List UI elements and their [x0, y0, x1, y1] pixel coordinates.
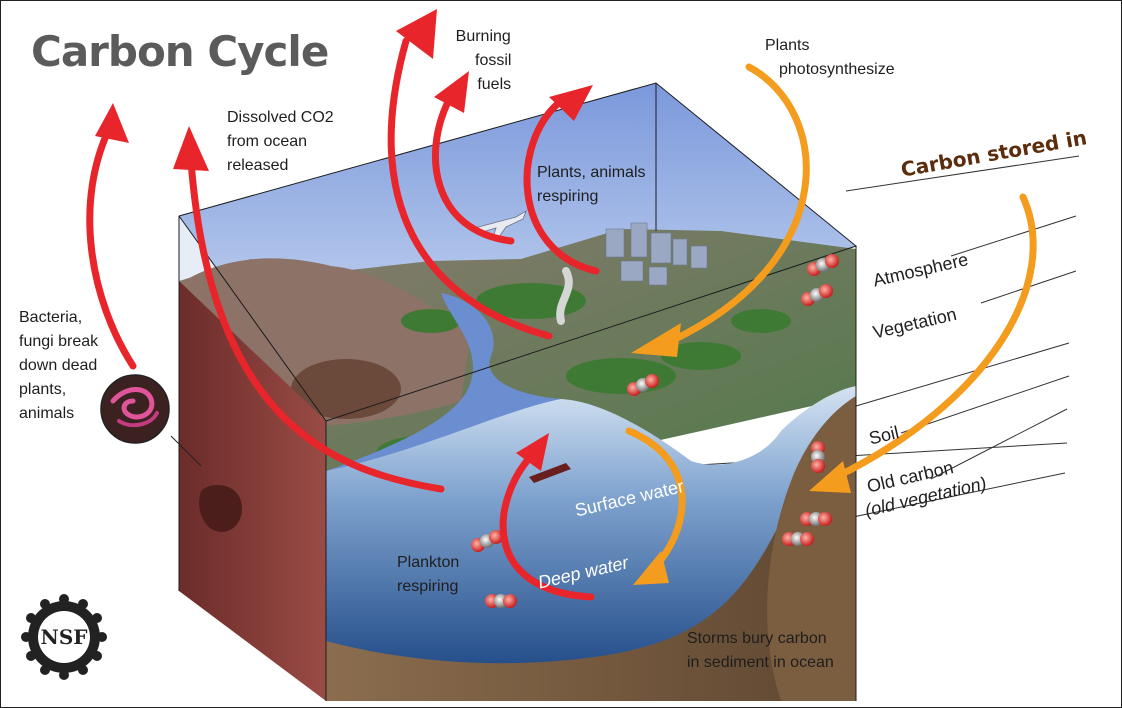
label-line: fossil	[475, 52, 512, 69]
label-dissolved-co2: Dissolved CO2 from ocean released	[227, 106, 334, 178]
arrow-fossil-large	[387, 37, 553, 340]
label-line: Plankton	[397, 554, 460, 571]
microbe-magnifier	[100, 374, 202, 467]
arrow-plankton	[499, 452, 595, 601]
arrow-plants-resp	[523, 97, 600, 275]
box-edges	[178, 82, 858, 701]
arrow-fossil-small	[431, 92, 515, 245]
label-line: released	[227, 157, 289, 174]
arrow-ocean-mixing	[625, 427, 686, 575]
label-line: Dissolved CO2	[227, 109, 334, 126]
label-line: in sediment in ocean	[687, 654, 834, 671]
label-line: Plants, animals	[537, 164, 646, 181]
label-line: Plants	[765, 37, 810, 54]
arrow-bacteria	[86, 117, 137, 370]
sediment	[326, 401, 856, 701]
release-arrowheads	[95, 9, 593, 471]
arrow-dissolved	[187, 157, 445, 493]
page-title: Carbon Cycle	[31, 27, 329, 76]
co2-molecules	[471, 254, 839, 608]
label-line: Burning	[455, 28, 511, 45]
arrow-photosynthesize	[667, 63, 810, 345]
label-line: Bacteria,	[19, 309, 83, 326]
label-burning-fossil-fuels: Burning fossil fuels	[455, 25, 512, 97]
city	[605, 222, 708, 286]
uptake-arrows	[625, 63, 1037, 575]
label-line: down dead	[19, 357, 98, 374]
boat-icon	[529, 463, 571, 483]
label-line: Storms bury carbon	[687, 630, 827, 647]
label-line: from ocean	[227, 133, 308, 150]
release-arrows	[86, 37, 600, 601]
label-plankton-respiring: Plankton respiring	[397, 551, 459, 599]
label-plants-photosynthesize: Plants photosynthesize	[765, 34, 895, 82]
label-line: respiring	[537, 188, 599, 205]
label-line: animals	[19, 405, 75, 422]
label-line: plants,	[19, 381, 67, 398]
label-bacteria-fungi: Bacteria, fungi break down dead plants, …	[19, 306, 98, 426]
label-line: fuels	[477, 76, 512, 93]
label-line: respiring	[397, 578, 459, 595]
label-line: photosynthesize	[779, 61, 895, 78]
river	[326, 293, 561, 501]
label-storms-bury-carbon: Storms bury carbon in sediment in ocean	[687, 627, 834, 675]
nsf-logo-text: NSF	[41, 625, 88, 649]
arrow-carbon-stored	[832, 193, 1037, 481]
label-line: fungi break	[19, 333, 99, 350]
uptake-arrowheads	[631, 323, 851, 585]
airplane-icon	[469, 210, 527, 238]
box-left-face	[179, 281, 326, 701]
label-plants-animals-respiring: Plants, animals respiring	[537, 161, 646, 209]
nsf-logo: NSF	[21, 594, 107, 680]
